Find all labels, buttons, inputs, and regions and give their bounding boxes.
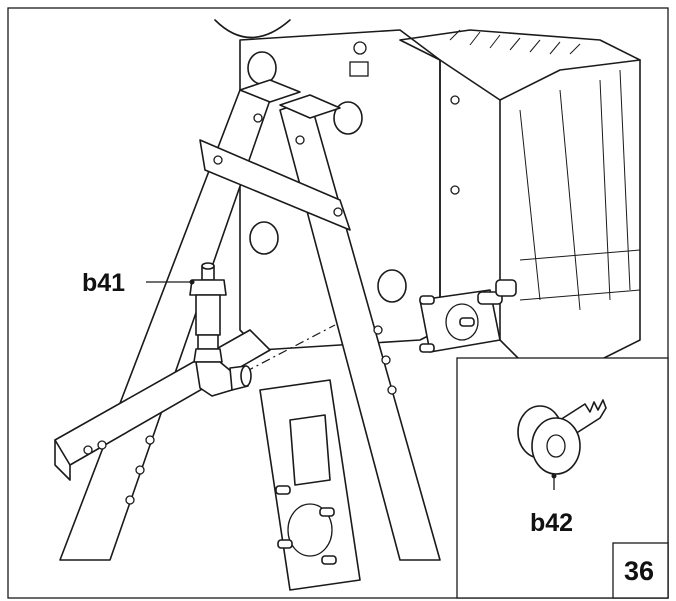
page-number-box xyxy=(612,542,669,599)
callout-b41: b41 xyxy=(82,269,125,297)
lower-plate xyxy=(259,379,361,591)
fitting-b41 xyxy=(189,262,252,397)
part-b42 xyxy=(517,399,607,475)
detail-inset: b42 36 xyxy=(456,357,669,599)
page-number: 36 xyxy=(624,556,654,586)
callout-b42: b42 xyxy=(530,509,573,537)
machine-illustration xyxy=(54,19,641,591)
crossbar-plate xyxy=(199,139,351,231)
knob-group xyxy=(247,51,407,303)
outer-frame xyxy=(7,7,669,599)
